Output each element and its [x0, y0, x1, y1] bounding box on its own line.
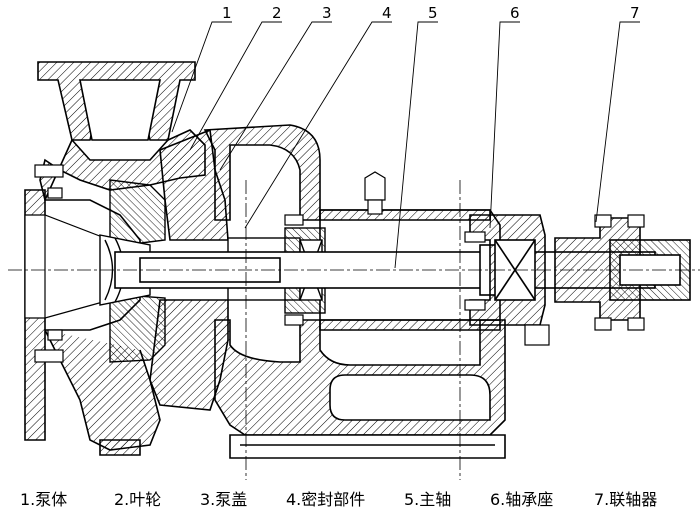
callout-5: 5 [428, 4, 438, 22]
center-lines [8, 180, 700, 480]
callout-3: 3 [322, 4, 332, 22]
callout-7: 7 [630, 4, 640, 22]
caption-4: 4.密封部件 [286, 490, 365, 509]
caption-6: 6.轴承座 [490, 490, 553, 509]
coupling [554, 217, 691, 321]
caption-3: 3.泵盖 [200, 490, 247, 509]
pump-cover [149, 128, 229, 411]
leader-lines [171, 21, 640, 269]
bearing-bracket-frame [203, 124, 506, 459]
caption-7: 7.联轴器 [594, 490, 657, 509]
suction-inlet [24, 214, 111, 319]
callout-1: 1 [222, 4, 232, 22]
bolts [34, 164, 645, 363]
caption-2: 2.叶轮 [114, 490, 161, 509]
callout-2: 2 [272, 4, 282, 22]
caption-1: 1.泵体 [20, 490, 67, 509]
callout-6: 6 [510, 4, 520, 22]
callout-4: 4 [382, 4, 392, 22]
caption-5: 5.主轴 [404, 490, 451, 509]
